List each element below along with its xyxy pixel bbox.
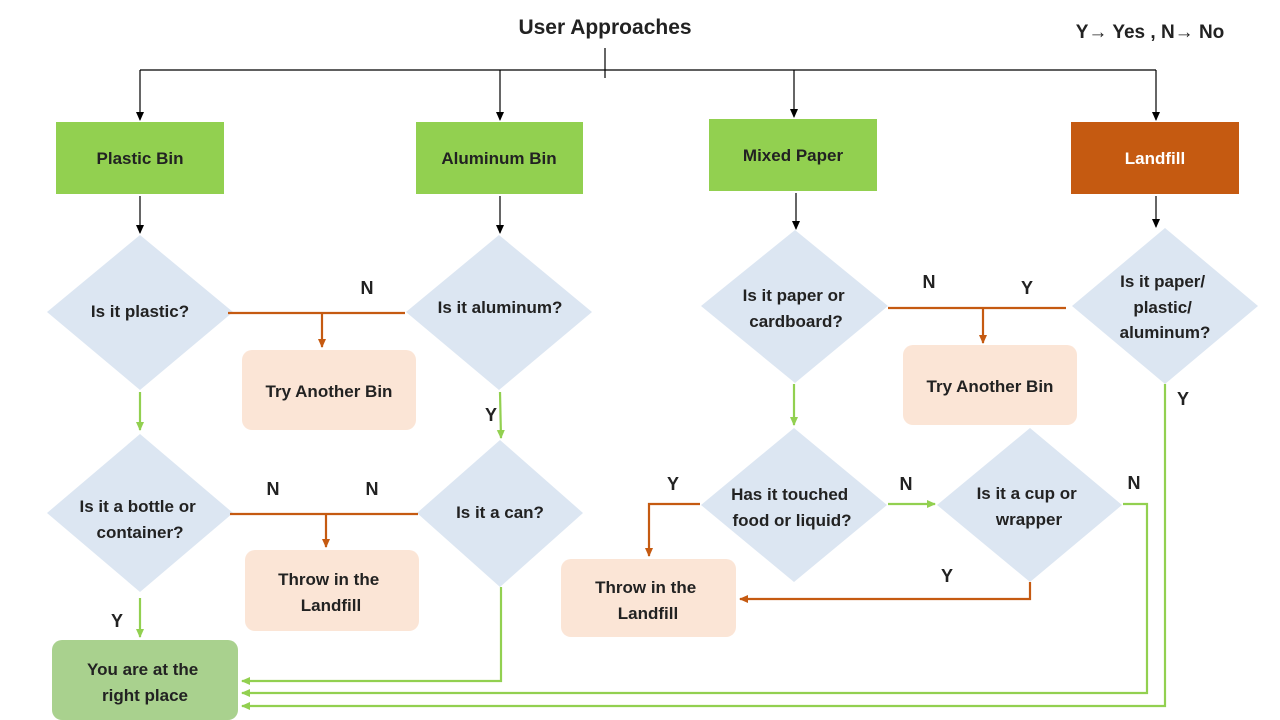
diamond-is-aluminum: Is it aluminum?: [406, 235, 592, 390]
label-yes: Y: [485, 405, 497, 425]
label-no: N: [923, 272, 936, 292]
plastic-bin-node: Plastic Bin: [56, 122, 224, 194]
mixed-paper-label: Mixed Paper: [743, 146, 844, 165]
label-yes: Y: [111, 611, 123, 631]
landfill-label: Landfill: [1125, 149, 1185, 168]
label-no: N: [361, 278, 374, 298]
label-no: N: [1128, 473, 1141, 493]
svg-text:Try Another Bin: Try Another Bin: [266, 382, 393, 401]
try-another-bin-box-1: Try Another Bin: [242, 350, 416, 430]
diagram-title: User Approaches: [518, 16, 691, 39]
is-bottle-text: Is it a bottle or container?: [80, 497, 201, 542]
is-plastic-text: Is it plastic?: [91, 302, 189, 321]
throw-in-landfill-box-2: Throw in the Landfill: [561, 559, 736, 637]
label-yes: Y: [1021, 278, 1033, 298]
diamond-is-plastic: Is it plastic?: [47, 235, 233, 390]
orange-connectors: [228, 306, 1066, 603]
label-no: N: [900, 474, 913, 494]
green-connectors: [136, 384, 1167, 710]
try-another-bin-box-2: Try Another Bin: [903, 345, 1077, 425]
diamond-is-bottle: Is it a bottle or container?: [47, 434, 233, 592]
label-yes: Y: [1177, 389, 1189, 409]
svg-text:You are at the right pla: You are at the right place: [87, 660, 203, 705]
landfill-node: Landfill: [1071, 122, 1239, 194]
cup-wrapper-text: Is it a cup or wrapper: [977, 484, 1082, 529]
legend: Y→ Yes , N→ No: [1076, 22, 1225, 43]
touched-food-text: Has it touched food or liquid?: [731, 485, 853, 530]
mixed-paper-node: Mixed Paper: [709, 119, 877, 191]
aluminum-bin-node: Aluminum Bin: [416, 122, 583, 194]
label-yes: Y: [667, 474, 679, 494]
plastic-bin-label: Plastic Bin: [97, 149, 184, 168]
svg-text:Throw in the Landfill: Throw in the Landfill: [278, 570, 384, 615]
diamond-is-can: Is it a can?: [417, 440, 583, 587]
svg-text:Try Another Bin: Try Another Bin: [927, 377, 1054, 396]
is-can-text: Is it a can?: [456, 503, 544, 522]
label-no: N: [267, 479, 280, 499]
edge-labels: N Y N Y Y N N Y N N Y Y: [111, 272, 1189, 631]
diamond-is-paper: Is it paper or cardboard?: [701, 230, 888, 383]
aluminum-bin-label: Aluminum Bin: [441, 149, 556, 168]
is-recyclable-text: Is it paper/ plastic/ aluminum?: [1120, 272, 1211, 342]
diamond-is-recyclable: Is it paper/ plastic/ aluminum?: [1072, 228, 1258, 384]
top-distribution-lines: [136, 48, 1160, 234]
throw-in-landfill-box-1: Throw in the Landfill: [245, 550, 419, 631]
label-no: N: [366, 479, 379, 499]
svg-text:Throw in the Landfill: Throw in the Landfill: [595, 578, 701, 623]
is-aluminum-text: Is it aluminum?: [438, 298, 563, 317]
diamond-touched-food: Has it touched food or liquid?: [701, 428, 887, 582]
diamond-cup-wrapper: Is it a cup or wrapper: [937, 428, 1122, 582]
label-yes: Y: [941, 566, 953, 586]
right-place-box: You are at the right place: [52, 640, 238, 720]
is-paper-text: Is it paper or cardboard?: [743, 286, 850, 331]
